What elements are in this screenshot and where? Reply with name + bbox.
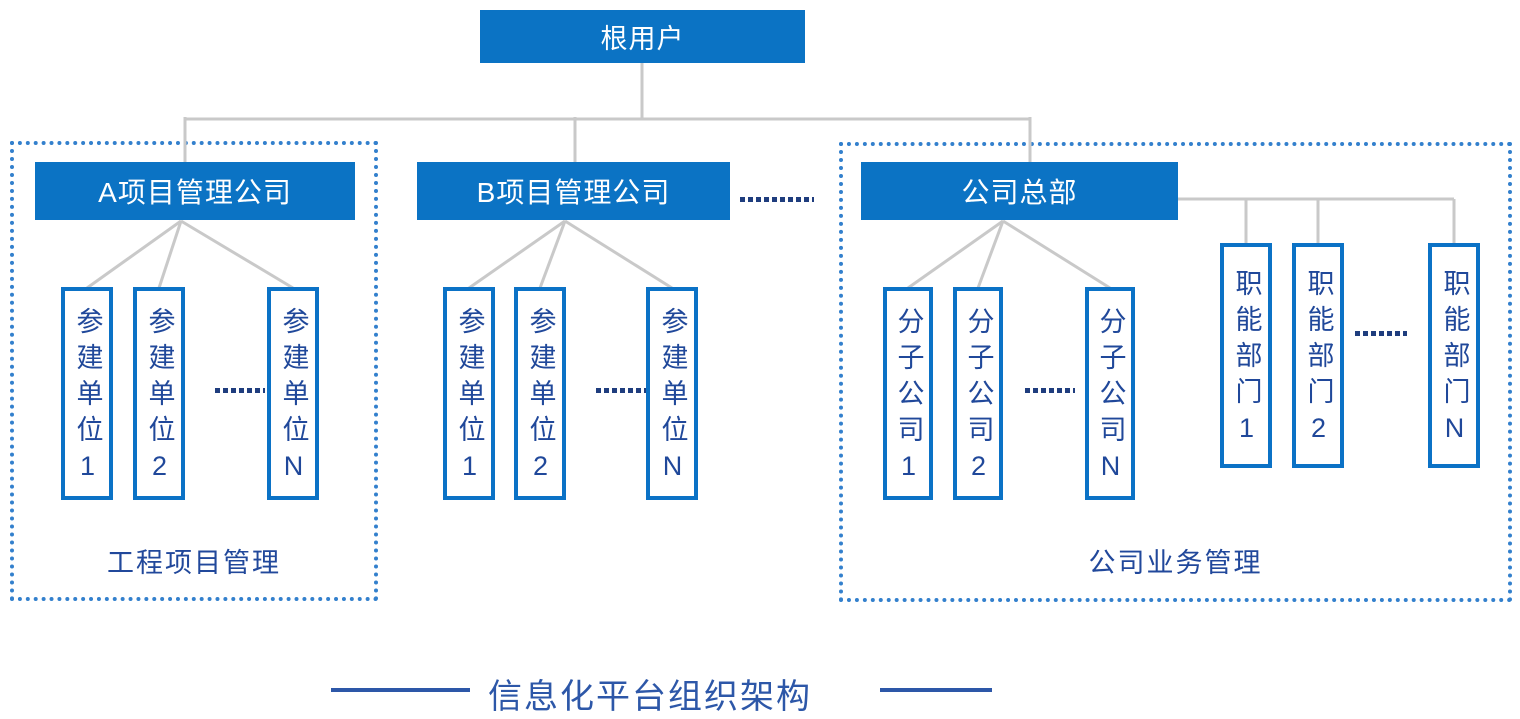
- department-label: 职能部门N: [1439, 268, 1470, 452]
- participating-unit-box: 参建单位N: [646, 287, 698, 500]
- participating-unit-label: 参建单位1: [454, 306, 485, 490]
- department-label: 职能部门2: [1303, 268, 1334, 452]
- participating-unit-box: 参建单位2: [514, 287, 566, 500]
- participating-unit-label: 参建单位2: [525, 306, 556, 490]
- subsidiary-label: 分子公司1: [893, 306, 924, 490]
- ellipsis-dots: [1025, 388, 1075, 393]
- subsidiary-box: 分子公司N: [1085, 287, 1135, 500]
- company-b-box: B项目管理公司: [417, 162, 730, 220]
- footer-line-left: [331, 688, 470, 692]
- subsidiary-box: 分子公司1: [883, 287, 933, 500]
- participating-unit-label: 参建单位1: [72, 306, 103, 490]
- company-hq-box: 公司总部: [861, 162, 1178, 220]
- footer-line-right: [880, 688, 992, 692]
- subsidiary-label: 分子公司2: [963, 306, 994, 490]
- participating-unit-box: 参建单位1: [61, 287, 113, 500]
- participating-unit-label: 参建单位2: [144, 306, 175, 490]
- department-box: 职能部门1: [1220, 243, 1272, 468]
- subsidiary-box: 分子公司2: [953, 287, 1003, 500]
- root-user-box: 根用户: [480, 10, 805, 63]
- section-label-company-business: 公司业务管理: [1088, 548, 1263, 578]
- department-label: 职能部门1: [1231, 268, 1262, 452]
- ellipsis-dots: [1355, 331, 1407, 336]
- participating-unit-box: 参建单位N: [267, 287, 319, 500]
- footer-title: 信息化平台组织架构: [488, 678, 812, 716]
- department-box: 职能部门2: [1292, 243, 1344, 468]
- company-a-box: A项目管理公司: [35, 162, 355, 220]
- participating-unit-box: 参建单位2: [133, 287, 185, 500]
- section-label-project-management: 工程项目管理: [107, 548, 281, 578]
- participating-unit-label: 参建单位N: [278, 306, 309, 490]
- ellipsis-dots: [215, 388, 265, 393]
- ellipsis-dots: [596, 388, 646, 393]
- subsidiary-label: 分子公司N: [1095, 306, 1126, 490]
- section-frame-project-management: 工程项目管理: [10, 141, 378, 601]
- department-box: 职能部门N: [1428, 243, 1480, 468]
- ellipsis-dots: [740, 197, 814, 202]
- participating-unit-label: 参建单位N: [657, 306, 688, 490]
- section-frame-company-business: 公司业务管理: [839, 142, 1512, 602]
- participating-unit-box: 参建单位1: [443, 287, 495, 500]
